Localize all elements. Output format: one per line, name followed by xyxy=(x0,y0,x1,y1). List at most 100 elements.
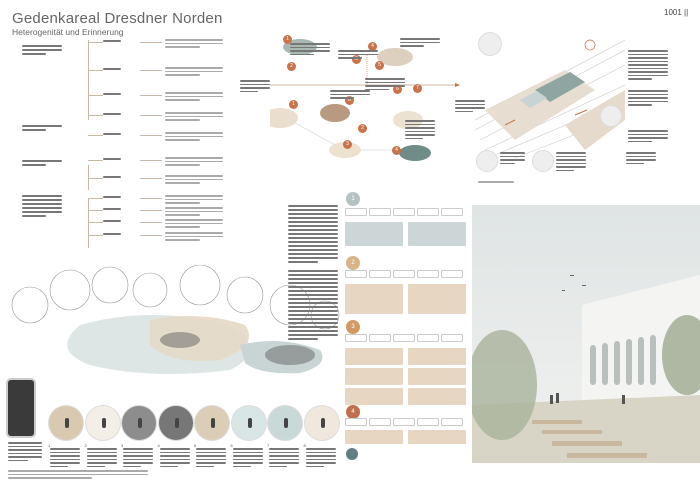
category-label xyxy=(22,164,46,166)
step-description xyxy=(50,455,80,457)
step-description xyxy=(159,462,190,464)
step-description xyxy=(159,455,190,457)
tree-connector xyxy=(140,95,162,96)
category-label xyxy=(22,125,62,127)
scene-blob-7 xyxy=(399,145,431,161)
timeline-number-badge: 6 xyxy=(393,85,402,94)
figure-caption xyxy=(478,181,514,183)
facade-arches xyxy=(590,335,656,385)
flow-option xyxy=(441,270,463,278)
site-note xyxy=(628,57,668,59)
site-note xyxy=(500,152,525,154)
timeline-caption xyxy=(455,103,485,106)
site-note xyxy=(628,140,652,143)
building-hall xyxy=(535,72,585,102)
site-note xyxy=(556,162,586,165)
flow-result-box xyxy=(345,368,403,385)
footnote xyxy=(8,477,92,479)
timeline-caption xyxy=(365,78,405,80)
step-description xyxy=(86,455,117,457)
site-note xyxy=(628,97,668,99)
detail-vignette-4 xyxy=(600,105,622,127)
node-label xyxy=(103,68,121,70)
site-note xyxy=(500,162,515,165)
flow-option xyxy=(345,334,367,342)
category-label xyxy=(22,215,46,217)
node-description xyxy=(165,46,200,48)
site-note xyxy=(626,155,656,158)
timeline-caption xyxy=(400,41,440,44)
timeline-caption xyxy=(405,127,435,129)
step-description xyxy=(269,465,287,468)
step-description xyxy=(196,458,226,461)
detail-vignette-2 xyxy=(476,150,498,172)
node-description xyxy=(165,70,223,73)
site-note xyxy=(628,130,668,132)
flow-option xyxy=(345,208,367,216)
poster-title: Gedenkareal Dresdner Norden xyxy=(12,10,223,27)
phone-caption xyxy=(8,452,42,455)
body-text xyxy=(288,257,338,259)
figure-icon xyxy=(101,418,106,428)
step-description xyxy=(123,448,153,450)
node-label xyxy=(103,176,121,178)
timeline-caption xyxy=(405,134,435,136)
node-description xyxy=(165,95,223,98)
node-description xyxy=(165,198,223,201)
site-note xyxy=(626,152,656,154)
flow-result-box xyxy=(408,222,466,246)
sequence-circle xyxy=(303,405,340,441)
site-note xyxy=(628,78,652,80)
body-text xyxy=(288,233,338,235)
body-text xyxy=(288,225,338,227)
step-description xyxy=(50,451,80,454)
node-label xyxy=(103,158,121,160)
tree-connector xyxy=(140,42,162,43)
site-note xyxy=(626,159,656,161)
timeline-number-badge: 4 xyxy=(392,146,401,155)
tree-connector xyxy=(140,178,162,179)
site-note xyxy=(628,60,668,63)
timeline-caption xyxy=(455,110,473,113)
site-note xyxy=(628,133,668,136)
people xyxy=(550,393,625,404)
body-text xyxy=(288,306,338,308)
timeline-caption xyxy=(400,38,440,40)
tree-connector xyxy=(140,70,162,71)
site-note xyxy=(628,137,668,139)
timeline-caption xyxy=(455,107,485,109)
step-description xyxy=(269,455,299,457)
tree-right xyxy=(662,315,700,395)
timeline-caption xyxy=(405,123,435,126)
site-note xyxy=(628,90,668,92)
flow-option xyxy=(417,418,439,426)
flow-option xyxy=(393,334,415,342)
tree-left xyxy=(472,330,537,440)
timeline-arrow-icon xyxy=(455,83,460,87)
node-description xyxy=(165,164,200,166)
tree-connector xyxy=(140,198,162,199)
node-description xyxy=(165,207,223,209)
tree-connector xyxy=(88,235,103,236)
tree-connector xyxy=(140,135,162,136)
stage-badge: 3 xyxy=(346,320,360,334)
tree-connector xyxy=(88,115,103,116)
site-plan-axonometry xyxy=(475,39,625,159)
scene-blob-4 xyxy=(270,108,298,128)
birds xyxy=(562,275,586,291)
flow-option xyxy=(369,208,391,216)
site-note xyxy=(556,155,586,158)
body-text xyxy=(288,330,338,332)
category-label xyxy=(22,207,62,209)
node-description xyxy=(165,74,200,76)
timeline-caption xyxy=(400,45,424,47)
body-text xyxy=(288,286,338,288)
timeline-number-badge: 1 xyxy=(283,35,292,44)
timeline-caption xyxy=(240,83,270,86)
sequence-circle xyxy=(194,405,230,441)
step-description xyxy=(123,455,153,457)
node-description xyxy=(165,210,223,213)
timeline-caption xyxy=(330,93,370,96)
site-note xyxy=(626,162,644,165)
body-text xyxy=(288,338,318,340)
